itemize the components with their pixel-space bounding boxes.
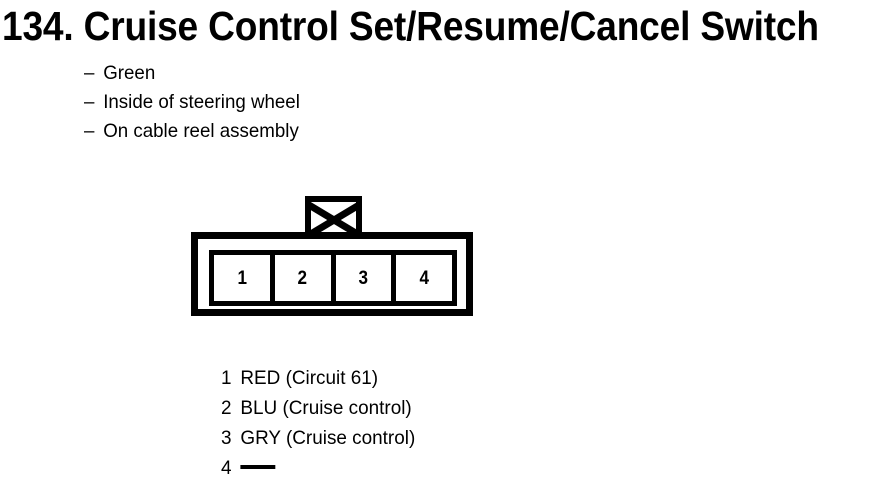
legend-row: 2 BLU (Cruise control) <box>221 393 628 423</box>
list-item: – Green <box>84 59 564 88</box>
legend-wire-label: BLU (Cruise control) <box>240 397 412 419</box>
connector-cavity: 1 <box>214 255 275 301</box>
connector-cavity: 2 <box>274 255 336 301</box>
connector-cavity: 3 <box>335 255 397 301</box>
connector-cavity-row: 1 2 3 4 <box>209 250 457 306</box>
dash-bullet-icon: – <box>84 91 95 113</box>
list-item-label: Inside of steering wheel <box>103 91 300 113</box>
connector-body: 1 2 3 4 <box>191 232 473 316</box>
list-item: – On cable reel assembly <box>84 117 564 146</box>
page-title: 134. Cruise Control Set/Resume/Cancel Sw… <box>2 3 819 49</box>
connector-diagram: 1 2 3 4 <box>191 196 473 316</box>
legend-pin-number: 4 <box>221 457 232 479</box>
description-list: – Green – Inside of steering wheel – On … <box>84 59 584 146</box>
cavity-number: 2 <box>297 267 308 289</box>
legend-pin-number: 3 <box>221 427 232 449</box>
dash-bullet-icon: – <box>84 120 95 142</box>
pin-legend: 1 RED (Circuit 61) 2 BLU (Cruise control… <box>221 363 641 483</box>
legend-pin-number: 1 <box>221 367 232 389</box>
cavity-number: 1 <box>237 267 247 289</box>
list-item-label: Green <box>103 62 156 84</box>
legend-unused-dash-icon <box>240 465 276 469</box>
dash-bullet-icon: – <box>84 62 95 84</box>
legend-row: 1 RED (Circuit 61) <box>221 363 628 393</box>
legend-wire-label: GRY (Cruise control) <box>240 427 416 449</box>
legend-row: 3 GRY (Cruise control) <box>221 423 628 453</box>
legend-row: 4 <box>221 453 628 483</box>
legend-wire-label: RED (Circuit 61) <box>240 367 379 389</box>
list-item-label: On cable reel assembly <box>103 120 299 142</box>
cavity-number: 3 <box>358 267 369 289</box>
connector-locking-tab <box>305 196 362 237</box>
connector-cavity: 4 <box>396 255 452 301</box>
legend-pin-number: 2 <box>221 397 232 419</box>
cavity-number: 4 <box>419 267 429 289</box>
list-item: – Inside of steering wheel <box>84 88 564 117</box>
